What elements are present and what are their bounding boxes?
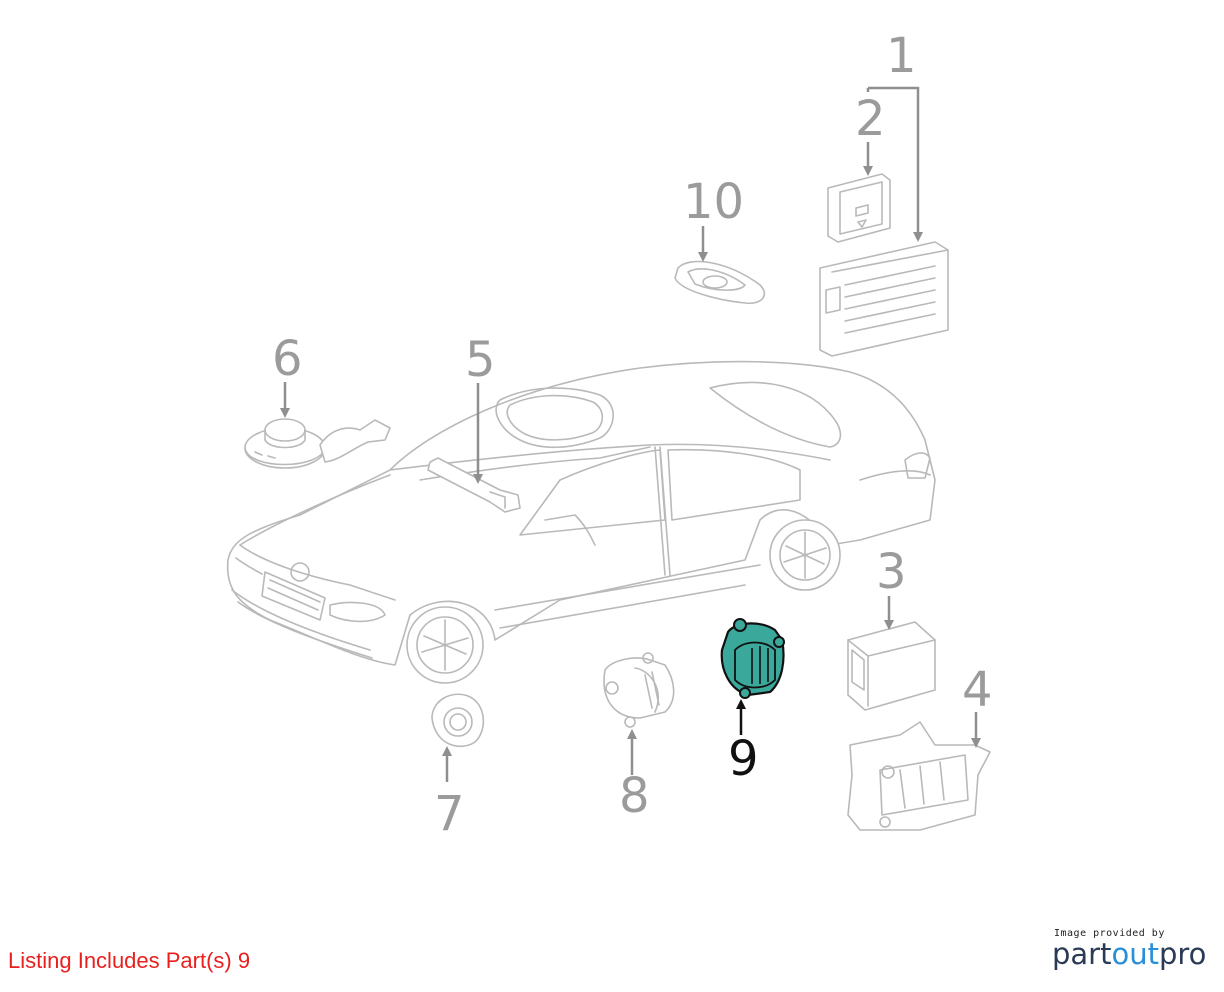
callout-10: 10 (683, 174, 744, 230)
grille-part-10 (674, 260, 766, 305)
brand-wordmark: partoutpro (1052, 937, 1207, 971)
module-part-2 (827, 173, 891, 243)
amplifier-part-1 (819, 241, 949, 357)
speaker-part-9 (720, 618, 785, 699)
callout-3: 3 (876, 544, 907, 600)
callout-5: 5 (465, 332, 496, 388)
leader-lines (280, 86, 981, 782)
brand-caption: Image provided by (1054, 928, 1165, 939)
tweeter-part-7 (431, 693, 485, 748)
antenna-part-5 (427, 457, 521, 513)
callout-9: 9 (728, 731, 759, 787)
callout-2: 2 (855, 91, 886, 147)
listing-note: Listing Includes Part(s) 9 (8, 948, 251, 973)
bracket-part-4 (847, 721, 991, 831)
callout-1: 1 (886, 28, 917, 84)
callout-6: 6 (272, 331, 303, 387)
car-outline (226, 360, 936, 684)
speaker-part-8 (603, 652, 675, 728)
callout-4: 4 (962, 662, 993, 718)
module-part-3 (847, 621, 936, 711)
speaker-part-6 (244, 418, 391, 469)
callout-7: 7 (434, 786, 465, 842)
callout-8: 8 (619, 768, 650, 824)
partoutpro-logo: Image provided by partoutpro (1052, 928, 1207, 971)
